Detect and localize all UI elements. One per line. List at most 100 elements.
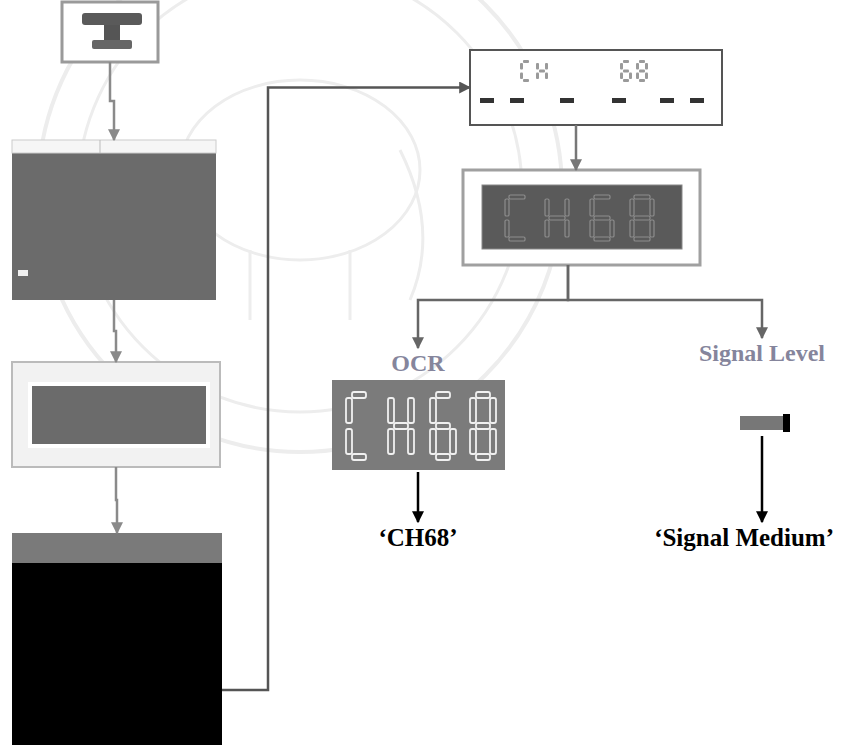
display-segment bbox=[645, 73, 648, 80]
display-segment bbox=[476, 423, 490, 429]
device-icon bbox=[92, 40, 132, 49]
flow-arrow bbox=[114, 300, 116, 362]
signal-result: ‘Signal Medium’ bbox=[646, 522, 842, 558]
display-segment bbox=[430, 398, 436, 423]
display-region bbox=[482, 185, 682, 249]
captured-frame bbox=[12, 140, 216, 300]
region-image-box bbox=[463, 170, 700, 265]
display-underscore bbox=[660, 98, 674, 103]
binary-image-box bbox=[12, 533, 222, 745]
device-photo-frame bbox=[62, 2, 158, 62]
display-segment bbox=[629, 73, 632, 80]
node-label: OCR bbox=[391, 350, 444, 377]
display-segment bbox=[536, 63, 539, 70]
seal-elephant bbox=[182, 150, 423, 320]
display-region-frame bbox=[463, 170, 700, 265]
flow-arrow bbox=[110, 62, 114, 140]
flow-arrow bbox=[761, 436, 764, 522]
display-segment bbox=[388, 429, 394, 454]
display-segment bbox=[388, 398, 394, 423]
display-segment bbox=[650, 199, 654, 216]
display-segment bbox=[470, 429, 476, 454]
ocr-result: ‘CH68’ bbox=[370, 522, 465, 558]
node-label: Signal Level bbox=[699, 340, 825, 367]
display-segment bbox=[490, 429, 496, 454]
display-segment bbox=[634, 216, 650, 220]
display-segment bbox=[523, 60, 529, 63]
display-segment bbox=[623, 70, 629, 73]
display-segment bbox=[436, 392, 450, 398]
flow-arrow bbox=[418, 265, 568, 348]
display-segment bbox=[523, 79, 529, 82]
display-segment bbox=[623, 79, 629, 82]
display-underscore bbox=[612, 98, 626, 103]
captured-image-box bbox=[12, 140, 216, 300]
display-underscore bbox=[480, 98, 494, 103]
display-segment bbox=[623, 60, 629, 63]
display-segment bbox=[520, 63, 523, 70]
display-segment bbox=[394, 423, 408, 429]
node-label: ‘CH68’ bbox=[378, 524, 457, 552]
device-icon bbox=[82, 13, 142, 25]
flow-arrow bbox=[417, 472, 420, 522]
display-segment bbox=[545, 73, 548, 80]
signal-bar bbox=[740, 416, 786, 430]
flow-arrow bbox=[116, 467, 117, 533]
threshold-top-band bbox=[12, 533, 222, 563]
ocr-branch-box: OCR bbox=[332, 348, 505, 472]
flow-arrow bbox=[575, 125, 578, 170]
display-segment bbox=[594, 195, 610, 199]
display-segment bbox=[545, 199, 549, 216]
display-segment bbox=[650, 220, 654, 237]
faint-digits bbox=[505, 195, 654, 241]
display-segment bbox=[634, 195, 650, 199]
display-segment bbox=[505, 220, 509, 237]
display-underscore bbox=[690, 98, 704, 103]
display-segment bbox=[639, 79, 645, 82]
display-segment bbox=[430, 429, 436, 454]
display-segment bbox=[346, 429, 352, 454]
signal-bar-end bbox=[783, 414, 790, 432]
blurred-digits bbox=[480, 60, 704, 103]
display-segment bbox=[408, 398, 414, 423]
signal-level-box: Signal Level bbox=[687, 338, 837, 436]
display-segment bbox=[594, 237, 610, 241]
display-segment bbox=[352, 392, 366, 398]
display-segment bbox=[636, 73, 639, 80]
display-segment bbox=[620, 63, 623, 70]
display-segment bbox=[476, 392, 490, 398]
display-segment bbox=[549, 216, 565, 220]
display-segment bbox=[490, 398, 496, 423]
display-segment bbox=[636, 63, 639, 70]
display-segment bbox=[505, 199, 509, 216]
display-segment bbox=[565, 199, 569, 216]
flow-arrow bbox=[222, 88, 470, 691]
strip-divider bbox=[100, 140, 101, 153]
display-segment bbox=[436, 454, 450, 460]
display-segment bbox=[610, 220, 614, 237]
flow-arrow bbox=[568, 265, 762, 338]
display-segment bbox=[545, 63, 548, 70]
input-device-box bbox=[62, 2, 158, 62]
display-segment bbox=[630, 199, 634, 216]
display-segment bbox=[470, 398, 476, 423]
display-segment bbox=[408, 429, 414, 454]
display-underscore bbox=[510, 98, 524, 103]
frame-mark bbox=[18, 270, 28, 276]
display-segment bbox=[639, 60, 645, 63]
display-segment bbox=[645, 63, 648, 70]
segmented-display-image bbox=[470, 50, 722, 125]
display-segment bbox=[539, 70, 545, 73]
display-segment bbox=[509, 195, 525, 199]
display-segment bbox=[565, 220, 569, 237]
display-underscore bbox=[560, 98, 574, 103]
display-segment bbox=[476, 454, 490, 460]
display-segment bbox=[545, 220, 549, 237]
threshold-frame bbox=[12, 533, 222, 745]
display-segment bbox=[520, 73, 523, 80]
display-segment bbox=[630, 220, 634, 237]
display-segment bbox=[620, 73, 623, 80]
device-icon bbox=[104, 25, 120, 40]
